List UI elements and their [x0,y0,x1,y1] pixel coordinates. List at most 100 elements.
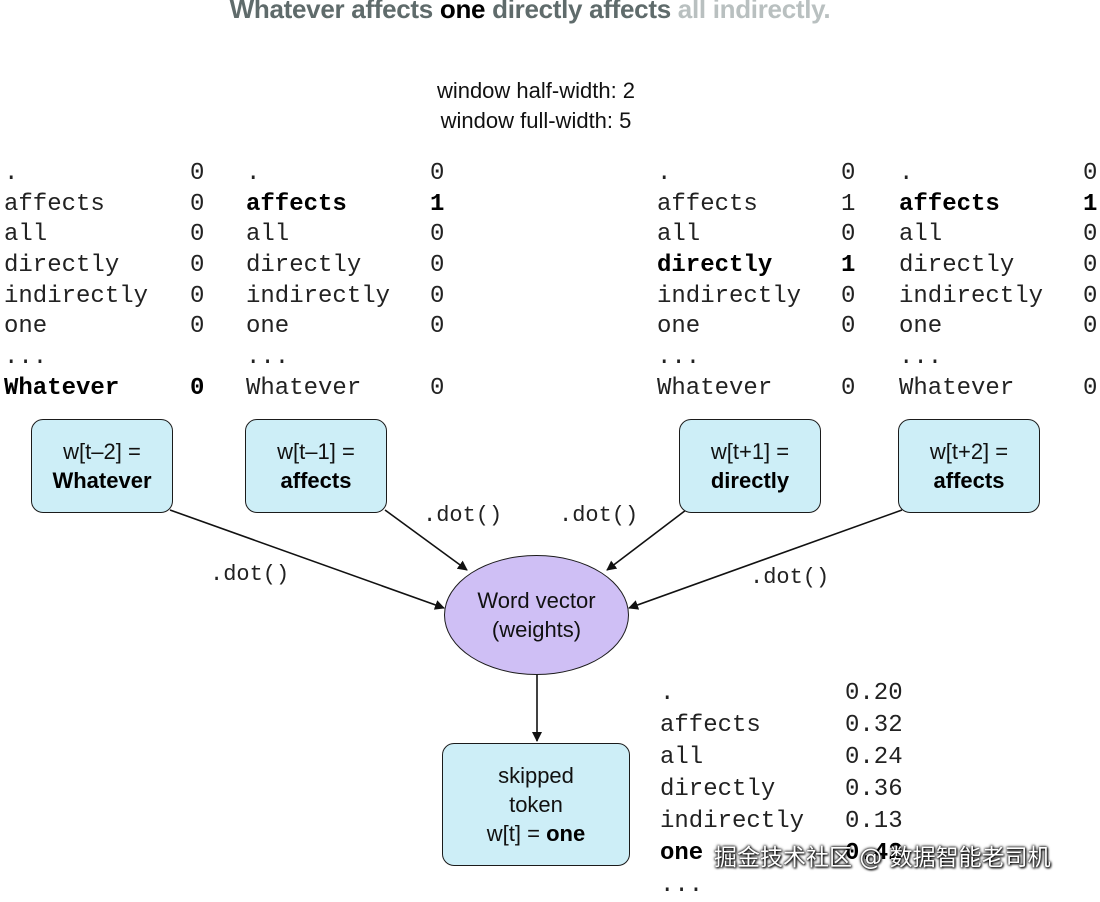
vector-row-word: all [660,744,704,771]
vector-row-word: one [899,313,943,341]
vector-row-word: directly [657,252,773,280]
vector-row-word: . [657,160,672,187]
vector-row-word: indirectly [660,808,805,835]
context-box-t-plus-2: w[t+2] = affects [898,419,1040,513]
diagram-title: Whatever affects one directly affects al… [0,0,1060,25]
vector-row-word: affects [4,190,105,218]
word-vector-node: Word vector (weights) [444,555,629,675]
title-part-context-left: Whatever affects [229,0,440,24]
word-vector-line1: Word vector [477,588,596,613]
arrow-t-minus-1-to-vector [384,509,468,571]
vector-row-value: 1 [430,190,445,218]
vector-row-word: affects [660,712,761,739]
watermark: 掘金技术社区 @ 数据智能老司机 [714,845,1051,871]
vector-row-word: directly [899,252,1015,280]
context-box-t-minus-1: w[t–1] = affects [245,419,387,513]
vector-row-value: 0.20 [845,680,903,707]
vector-row-value: 0 [190,252,205,280]
vector-row-word: one [660,840,704,867]
arrow-t-minus-2-to-vector [169,509,445,610]
vector-row-value: 0 [430,374,445,402]
vector-row-word: Whatever [657,374,773,402]
vector-row-value: 0.32 [845,712,903,739]
vector-row-word: affects [246,190,347,218]
vector-row-word: all [4,221,48,249]
skipped-line3-word: one [546,821,586,846]
vector-row-value: 0 [190,221,205,249]
context-box-t-minus-2: w[t–2] = Whatever [31,419,173,513]
vector-row-value: 0 [841,160,856,187]
vector-row-value: 0.36 [845,776,903,803]
arrow-t-plus-2-to-vector [628,509,903,610]
vector-row-value: 0 [841,221,856,249]
vector-row-value: 0 [841,282,856,310]
vector-row-word: Whatever [4,374,120,402]
vector-row-value: 0 [190,160,205,187]
vector-row-value: 0 [1083,252,1098,280]
vector-row-word: directly [4,252,120,280]
dot-label-t-minus-2: .dot() [210,562,290,587]
vector-row-word: Whatever [246,374,362,402]
dot-label-t-minus-1: .dot() [423,503,503,528]
vector-row-word: all [246,221,290,249]
vector-row-value: 0 [841,374,856,402]
vector-row-word: indirectly [657,282,802,310]
vector-row-word: one [4,313,48,341]
context-word-t-plus-2: affects [933,468,1005,493]
context-word-t-minus-2: Whatever [52,468,152,493]
vector-row-value: 0 [1083,282,1098,310]
title-part-outside-window: all indirectly. [677,0,831,24]
vector-row-value: 0 [841,313,856,341]
skipped-token-box: skipped token w[t] = one [442,743,630,866]
vector-row-word: affects [657,190,758,218]
vector-row-value: 0 [190,313,205,341]
vector-row-value: 0 [190,282,205,310]
context-word-t-plus-1: directly [710,468,790,493]
context-box-t-plus-1: w[t+1] = directly [679,419,821,513]
vector-row-word: . [4,160,19,187]
vector-row-value: 0 [430,252,445,280]
vector-row-word: all [657,221,701,249]
vector-row-word: Whatever [899,374,1015,402]
vector-row-value: 1 [841,252,856,280]
vector-row-value: 0 [430,160,445,187]
vector-row-word: directly [246,252,362,280]
skipped-line3-prefix: w[t] = [486,821,547,846]
vector-row-word: indirectly [4,282,149,310]
context-label-t-minus-1: w[t–1] = [277,439,355,464]
vector-row-value: 0 [1083,160,1098,187]
skipped-line3: w[t] = one [487,819,585,848]
vector-row-value: 0.24 [845,744,903,771]
context-word-t-minus-1: affects [280,468,352,493]
vector-row-word: ... [246,344,290,372]
skipped-line2: token [509,792,563,817]
dot-label-t-plus-1: .dot() [559,503,639,528]
context-label-t-plus-1: w[t+1] = [710,439,790,464]
vector-row-value: 0 [1083,313,1098,341]
vector-row-word: affects [899,190,1000,218]
vector-row-word: . [246,160,261,187]
vector-row-word: one [657,313,701,341]
dot-label-t-plus-2: .dot() [750,565,830,590]
vector-row-value: 0 [190,190,205,218]
vector-row-word: indirectly [899,282,1044,310]
vector-row-value: 1 [1083,190,1098,218]
context-label-t-plus-2: w[t+2] = [929,439,1009,464]
vector-row-word: all [899,221,943,249]
vector-row-word: . [899,160,914,187]
context-label-t-minus-2: w[t–2] = [63,439,141,464]
vector-row-value: 0.42 [845,840,903,867]
vector-row-word: one [246,313,290,341]
vector-row-value: 0 [430,313,445,341]
title-part-context-right: directly affects [485,0,678,24]
vector-row-value: 0 [430,221,445,249]
vector-row-value: 0 [190,374,205,402]
vector-row-value: 1 [841,190,856,218]
vector-row-word: ... [4,344,48,372]
vector-row-value: 0.13 [845,808,903,835]
window-half-width: window half-width: 2 [436,78,636,103]
vector-row-value: 0 [1083,374,1098,402]
vector-row-word: ... [657,344,701,372]
